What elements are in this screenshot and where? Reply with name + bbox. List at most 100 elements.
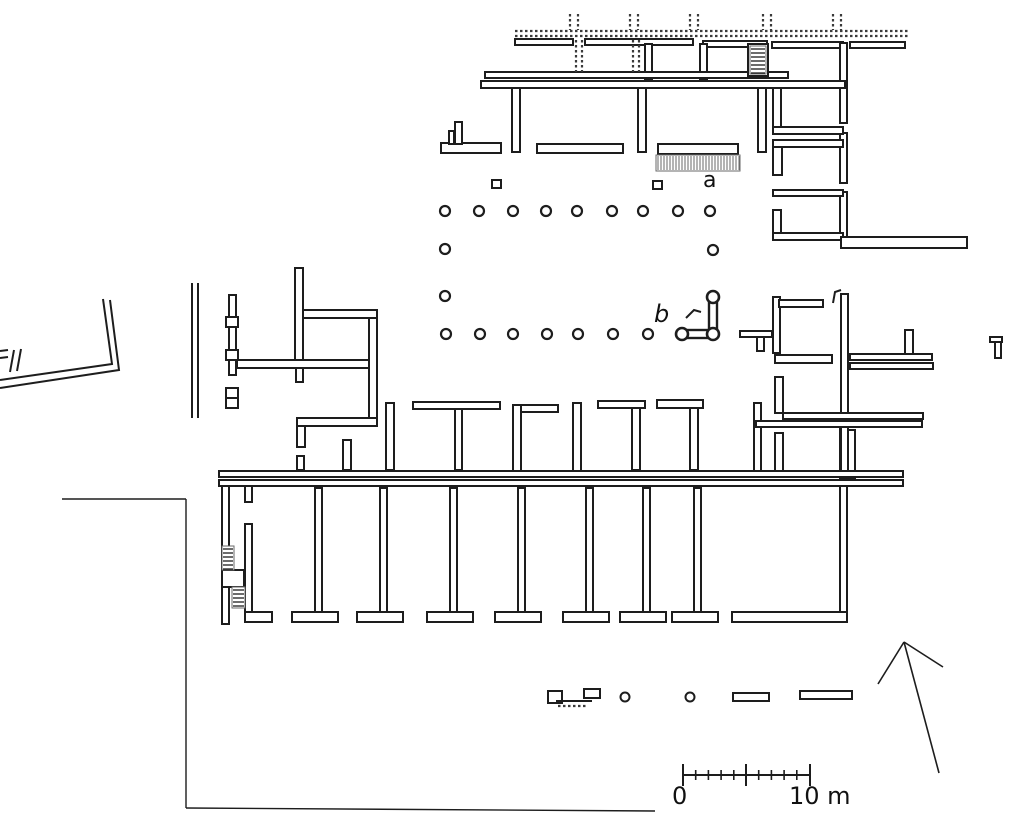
- wall-line: [685, 308, 702, 319]
- columns-layer: [438, 204, 720, 703]
- wall-segment: [228, 294, 237, 376]
- wall-segment: [849, 353, 933, 361]
- wall-segment: [656, 399, 704, 409]
- wall-segment: [904, 329, 914, 355]
- wall-segment: [774, 376, 784, 414]
- column: [438, 289, 452, 303]
- wall-segment: [302, 309, 378, 319]
- wall-segment: [772, 126, 844, 135]
- corner-feature: [674, 289, 721, 342]
- wall-line: [9, 349, 15, 373]
- wall-line: [0, 356, 9, 359]
- column: [506, 204, 520, 218]
- wall-segment: [296, 425, 306, 448]
- scale-label-ten-meters: 10 m: [789, 782, 851, 810]
- wall-segment: [244, 611, 273, 623]
- wall-line: [0, 298, 114, 381]
- wall-segment: [356, 611, 404, 623]
- wall-line: [16, 348, 22, 372]
- wall-segment: [291, 611, 339, 623]
- column: [506, 327, 520, 341]
- wall-segment: [840, 293, 849, 477]
- walls-layer: [218, 38, 1003, 704]
- corner-column: [705, 289, 721, 305]
- column: [641, 327, 655, 341]
- wall-segment: [426, 611, 474, 623]
- wall-segment: [484, 71, 789, 79]
- wall-segment: [244, 485, 253, 503]
- wall-segment: [491, 179, 502, 189]
- wall-segment: [536, 143, 624, 154]
- wall-line: [0, 349, 9, 352]
- column: [472, 204, 486, 218]
- wall-segment: [731, 611, 848, 623]
- wall-segment: [218, 470, 904, 478]
- wall-segment: [732, 692, 770, 702]
- wall-segment: [839, 485, 848, 623]
- wall-segment: [772, 189, 844, 197]
- wall-segment: [440, 142, 502, 154]
- boundary-layer: [62, 498, 656, 812]
- wall-segment: [296, 417, 378, 427]
- boundary-line: [185, 807, 656, 812]
- north-arrow-line: [903, 641, 940, 774]
- corner-column: [674, 326, 690, 342]
- wall-segment: [772, 146, 783, 176]
- label-area-b: b: [654, 300, 670, 328]
- hatch-area: [221, 545, 235, 571]
- north-arrow-line: [877, 641, 905, 685]
- wall-segment: [494, 611, 542, 623]
- column: [540, 327, 554, 341]
- wall-segment: [597, 400, 646, 409]
- wall-segment: [631, 407, 641, 471]
- wall-segment: [244, 523, 253, 613]
- hatch-layer: [221, 45, 767, 609]
- wall-segment: [514, 38, 574, 46]
- wall-segment: [572, 402, 582, 478]
- wall-segment: [652, 180, 663, 190]
- wall-segment: [989, 336, 1003, 343]
- wall-segment: [512, 404, 522, 478]
- wall-segment: [757, 87, 767, 153]
- wall-segment: [225, 397, 239, 409]
- label-area-a: a: [703, 168, 717, 193]
- wall-segment: [342, 439, 352, 471]
- wall-segment: [585, 487, 594, 613]
- wall-segment: [218, 479, 904, 487]
- wall-segment: [689, 407, 699, 471]
- north-arrow-line: [903, 641, 944, 668]
- north-arrow: [877, 641, 944, 774]
- wall-segment: [772, 139, 844, 148]
- column: [706, 243, 720, 257]
- wall-segment: [583, 688, 601, 699]
- wall-segment: [849, 41, 906, 49]
- column: [439, 327, 453, 341]
- wall-segment: [756, 336, 765, 352]
- column: [473, 327, 487, 341]
- column: [570, 204, 584, 218]
- wall-segment: [295, 367, 304, 383]
- wall-segment: [480, 80, 846, 89]
- wall-segment: [774, 354, 833, 364]
- wall-segment: [221, 569, 245, 588]
- wall-segment: [454, 121, 463, 145]
- wall-segment: [774, 432, 784, 474]
- wall-segment: [778, 299, 824, 308]
- corner-column: [705, 326, 721, 342]
- wall-segment: [671, 611, 719, 623]
- wall-segment: [772, 296, 781, 354]
- wall-segment: [637, 87, 647, 153]
- wall-segment: [225, 349, 239, 361]
- wall-segment: [753, 402, 762, 474]
- small-column: [619, 691, 631, 703]
- column: [539, 204, 553, 218]
- wall-line: [0, 299, 121, 389]
- scale-bar: [682, 764, 811, 786]
- wall-segment: [368, 317, 378, 421]
- wall-segment: [296, 455, 305, 471]
- column: [671, 204, 685, 218]
- column: [605, 204, 619, 218]
- wall-segment: [236, 359, 373, 369]
- wall-segment: [771, 41, 844, 49]
